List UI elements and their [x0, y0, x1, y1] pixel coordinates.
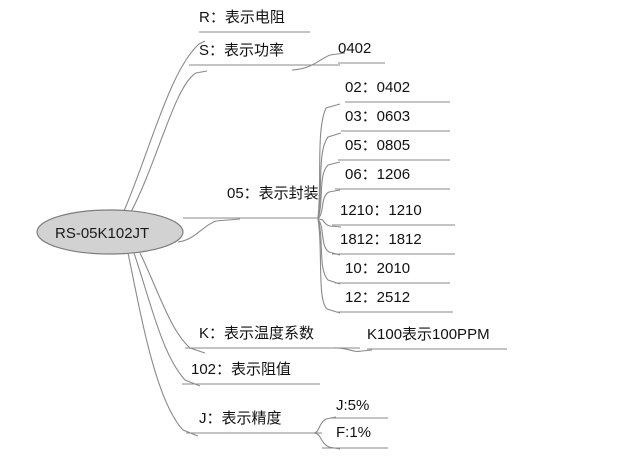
- connector-root-to-res: [133, 252, 201, 387]
- leaf-label-pkg-02[interactable]: 02：0402: [345, 79, 411, 96]
- connector-pkg-hub-05: [317, 161, 341, 220]
- leaf-label-pkg-1210[interactable]: 1210：1210: [340, 202, 422, 219]
- connector-pkg-hub-1812: [317, 218, 341, 256]
- connector-s-to-0402: [291, 52, 346, 71]
- connector-tol-hub-f: [313, 432, 341, 450]
- leaf-label-tol-j[interactable]: J:5%: [336, 397, 370, 414]
- branch-label-pkg[interactable]: 05：表示封装: [227, 185, 319, 202]
- connector-tol-hub-j: [313, 416, 337, 434]
- connector-root-to-pkg: [177, 218, 241, 243]
- branch-label-r[interactable]: R：表示电阻: [199, 9, 285, 26]
- connector-pkg-hub-02: [317, 103, 341, 219]
- branch-label-tol[interactable]: J：表示精度: [199, 410, 282, 427]
- root-node-ellipse[interactable]: [36, 209, 184, 255]
- connector-root-to-tol: [127, 252, 199, 437]
- leaf-label-pkg-1812[interactable]: 1812：1812: [340, 231, 422, 248]
- branch-label-k[interactable]: K：表示温度系数: [199, 325, 315, 342]
- connector-pkg-hub-12: [317, 218, 341, 314]
- leaf-label-pkg-06[interactable]: 06：1206: [345, 166, 411, 183]
- branch-label-res[interactable]: 102：表示阻值: [191, 361, 292, 378]
- connector-pkg-hub-06: [317, 189, 341, 220]
- leaf-label-k-100ppm[interactable]: K100表示100PPM: [367, 326, 490, 343]
- connector-pkg-hub-10: [317, 218, 341, 285]
- leaf-label-s-0402[interactable]: 0402: [338, 40, 372, 57]
- leaf-label-tol-f[interactable]: F:1%: [336, 424, 372, 441]
- underline-group: [182, 31, 507, 449]
- leaf-label-pkg-12[interactable]: 12：2512: [345, 289, 411, 306]
- wire-group: [123, 40, 373, 450]
- root-node-label: RS-05K102JT: [55, 225, 150, 242]
- leaf-label-pkg-05[interactable]: 05：0805: [345, 137, 411, 154]
- leaf-label-pkg-10[interactable]: 10：2010: [345, 260, 411, 277]
- connector-root-to-r: [123, 40, 206, 212]
- connector-pkg-hub-03: [317, 132, 342, 220]
- connector-pkg-hub-1210: [317, 218, 342, 228]
- leaf-label-pkg-03[interactable]: 03：0603: [345, 108, 411, 125]
- branch-label-s[interactable]: S：表示功率: [199, 42, 285, 59]
- connector-root-to-s: [130, 70, 208, 213]
- connector-root-to-k: [139, 252, 206, 354]
